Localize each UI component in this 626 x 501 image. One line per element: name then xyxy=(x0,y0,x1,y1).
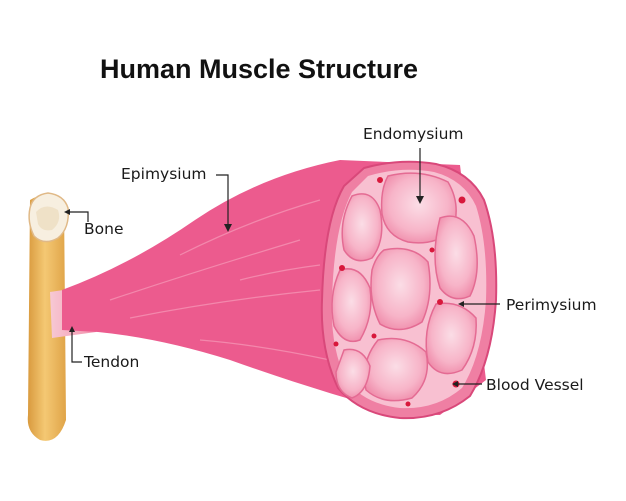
bone xyxy=(27,192,70,441)
leader-lines xyxy=(68,148,500,385)
label-perimysium: Perimysium xyxy=(506,296,597,314)
label-endomysium: Endomysium xyxy=(363,125,464,143)
leader-arrowheads xyxy=(64,196,464,387)
label-epimysium: Epimysium xyxy=(121,165,207,183)
label-tendon: Tendon xyxy=(84,353,140,371)
muscle-striations xyxy=(109,199,331,361)
fascicles xyxy=(331,172,478,402)
diagram-title: Human Muscle Structure xyxy=(100,54,419,84)
label-bone: Bone xyxy=(84,220,124,238)
label-blood-vessel: Blood Vessel xyxy=(486,376,584,394)
